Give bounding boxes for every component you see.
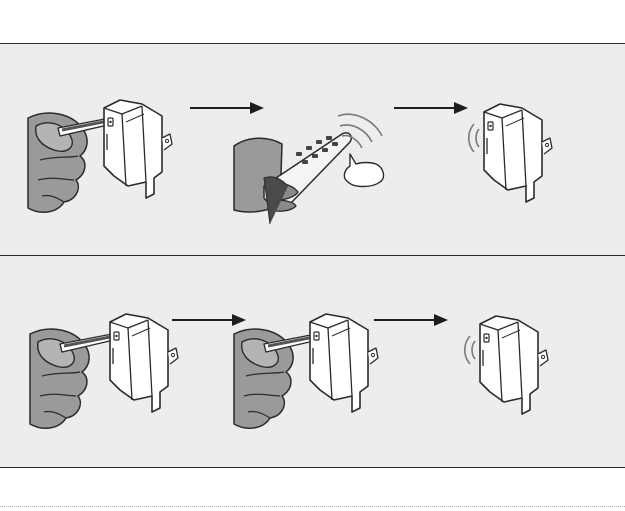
instruction-row-2: [0, 255, 625, 468]
right-arrow-icon: [394, 102, 470, 114]
speech-bubble-icon: [342, 152, 386, 186]
hand-holding-pen-icon: [234, 314, 384, 426]
plug-in-switch-module-icon: [466, 104, 556, 208]
step-press-device-button-again: [234, 314, 384, 426]
step-press-device-button: [28, 100, 178, 212]
step-device-confirms: [466, 104, 556, 208]
hand-holding-pen-icon: [28, 100, 178, 212]
dotted-divider: [0, 506, 625, 507]
step-press-device-button: [30, 314, 180, 426]
hand-holding-pen-icon: [30, 314, 180, 426]
instruction-row-1: [0, 43, 625, 255]
plug-in-switch-module-icon: [462, 316, 552, 420]
right-arrow-icon: [374, 314, 450, 326]
step-device-confirms: [462, 316, 552, 420]
